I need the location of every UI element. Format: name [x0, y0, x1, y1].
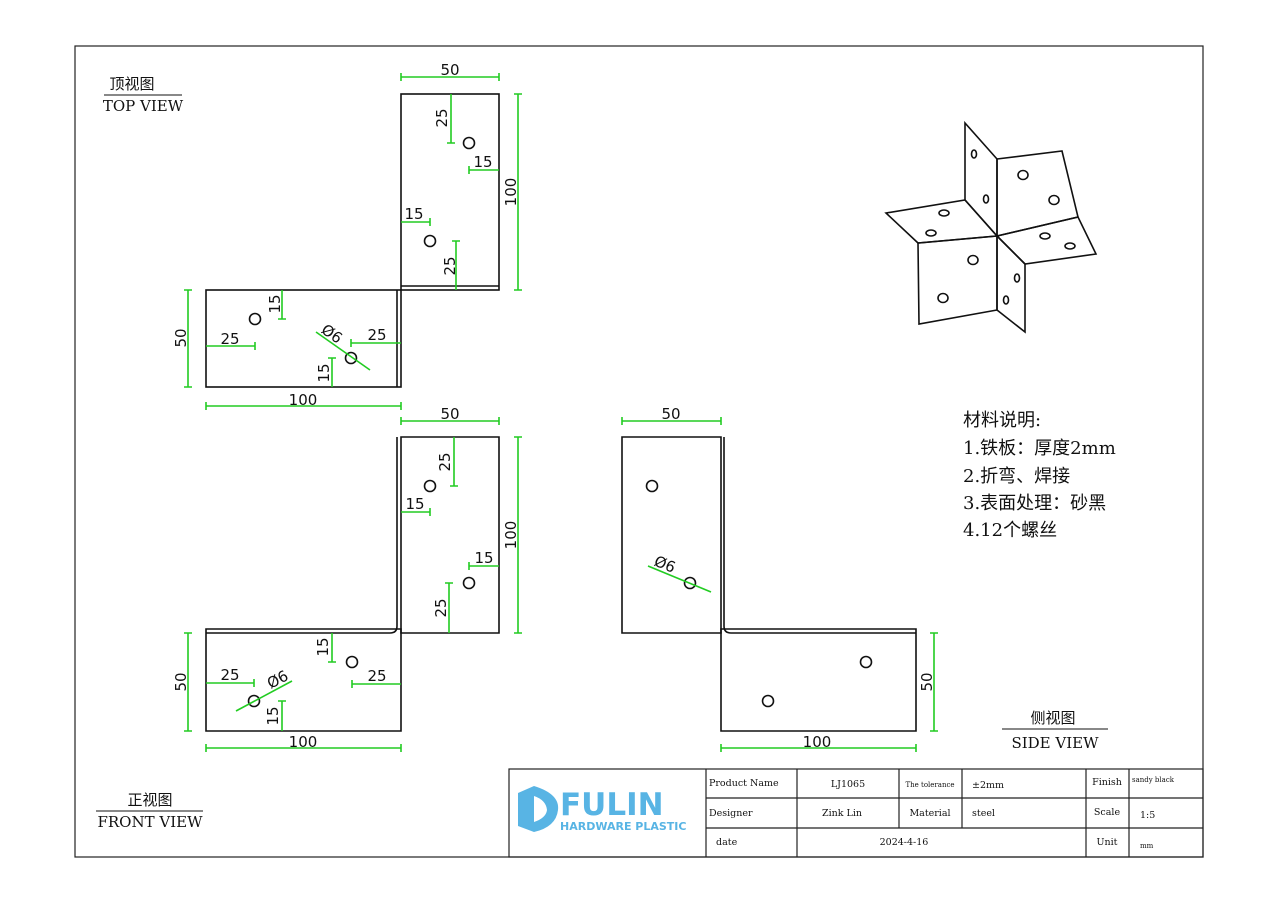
note-item: 3.表面处理：砂黑	[963, 493, 1106, 514]
dim-text: 25	[367, 667, 386, 685]
side-view: 50 50 100 Ø6 侧视图 SIDE VIEW	[621, 405, 1108, 752]
note-item: 4.12个螺丝	[963, 520, 1057, 541]
isometric-view	[884, 120, 1098, 334]
dimension-lines	[621, 417, 938, 752]
dim-text: 100	[502, 521, 520, 550]
dim-text: 100	[803, 733, 832, 751]
tolerance-label: The tolerance	[905, 781, 954, 789]
hole	[423, 234, 437, 248]
title-block: FULIN HARDWARE PLASTIC Product Name LJ10…	[508, 768, 1204, 858]
hole	[248, 312, 262, 326]
product-name-value: LJ1065	[831, 779, 865, 790]
hole	[345, 655, 359, 669]
dim-text: 25	[367, 326, 386, 344]
designer-value: Zink Lin	[822, 808, 862, 819]
front-bend	[206, 437, 398, 634]
note-item: 1.铁板：厚度2mm	[963, 438, 1116, 459]
hole	[462, 576, 476, 590]
designer-label: Designer	[709, 808, 753, 819]
front-horizontal-plate	[205, 628, 402, 732]
date-label: date	[716, 837, 738, 848]
finish-label: Finish	[1092, 777, 1122, 788]
front-vertical-plate	[400, 436, 500, 634]
dim-text: 15	[264, 706, 282, 725]
side-bend	[723, 437, 916, 634]
view-label-cn: 正视图	[127, 791, 172, 809]
dim-text: 25	[220, 666, 239, 684]
hole	[859, 655, 873, 669]
scale-label: Scale	[1094, 807, 1121, 818]
hole	[423, 479, 437, 493]
dim-text: 15	[266, 294, 284, 313]
hole	[645, 479, 659, 493]
dim-text: 50	[440, 61, 459, 79]
view-label-en: FRONT VIEW	[97, 813, 203, 831]
dim-text: 100	[289, 391, 318, 409]
dim-text: 25	[436, 452, 454, 471]
view-label-cn: 侧视图	[1030, 709, 1075, 727]
dim-text: 100	[289, 733, 318, 751]
dim-text: 100	[502, 178, 520, 207]
top-horizontal-plate	[205, 289, 402, 388]
dimension-lines	[184, 417, 522, 752]
dim-text: 50	[172, 328, 190, 347]
unit-label: Unit	[1097, 837, 1118, 848]
dim-text: 50	[661, 405, 680, 423]
side-vertical-plate	[621, 436, 722, 634]
dim-text: 15	[474, 549, 493, 567]
material-value: steel	[972, 808, 995, 819]
dim-text: 15	[405, 495, 424, 513]
top-view: 50 100 25 15 15 25 50 100 25 15 25 15 Ø6…	[103, 61, 522, 410]
dimension-lines	[184, 73, 522, 410]
dim-text: 50	[918, 672, 936, 691]
dim-text: 50	[172, 672, 190, 691]
finish-value: sandy black	[1132, 776, 1175, 784]
material-label: Material	[909, 808, 950, 819]
dim-text: Ø6	[652, 552, 679, 577]
notes-title: 材料说明:	[963, 410, 1041, 431]
hole	[462, 136, 476, 150]
tolerance-value: ±2mm	[972, 780, 1004, 791]
product-name-label: Product Name	[709, 778, 779, 789]
logo-main: FULIN	[560, 787, 664, 823]
side-horizontal-plate	[720, 628, 917, 732]
dim-text: 15	[404, 205, 423, 223]
dim-text: 50	[440, 405, 459, 423]
dim-text: 25	[441, 256, 459, 275]
top-vertical-plate	[400, 93, 500, 291]
dim-text: Ø6	[318, 320, 346, 347]
unit-value: mm	[1140, 842, 1154, 850]
view-label-en: SIDE VIEW	[1011, 734, 1099, 752]
hole	[761, 694, 775, 708]
scale-value: 1:5	[1140, 810, 1155, 821]
material-notes: 材料说明: 1.铁板：厚度2mm 2.折弯、焊接 3.表面处理：砂黑 4.12个…	[963, 410, 1116, 541]
front-view: 50 100 25 15 15 25 50 100 25 15 25 15 Ø6…	[96, 405, 522, 831]
dim-text: 15	[315, 363, 333, 382]
dim-text: 15	[314, 637, 332, 656]
view-label-en: TOP VIEW	[103, 97, 184, 115]
dim-text: 15	[473, 153, 492, 171]
dim-text: 25	[432, 598, 450, 617]
company-logo: FULIN HARDWARE PLASTIC	[518, 786, 686, 833]
dim-text: Ø6	[264, 667, 291, 693]
dim-text: 25	[433, 108, 451, 127]
view-label-cn: 顶视图	[109, 75, 154, 93]
dim-text: 25	[220, 330, 239, 348]
date-value: 2024-4-16	[880, 837, 929, 848]
logo-sub: HARDWARE PLASTIC	[560, 820, 686, 833]
note-item: 2.折弯、焊接	[963, 466, 1070, 487]
